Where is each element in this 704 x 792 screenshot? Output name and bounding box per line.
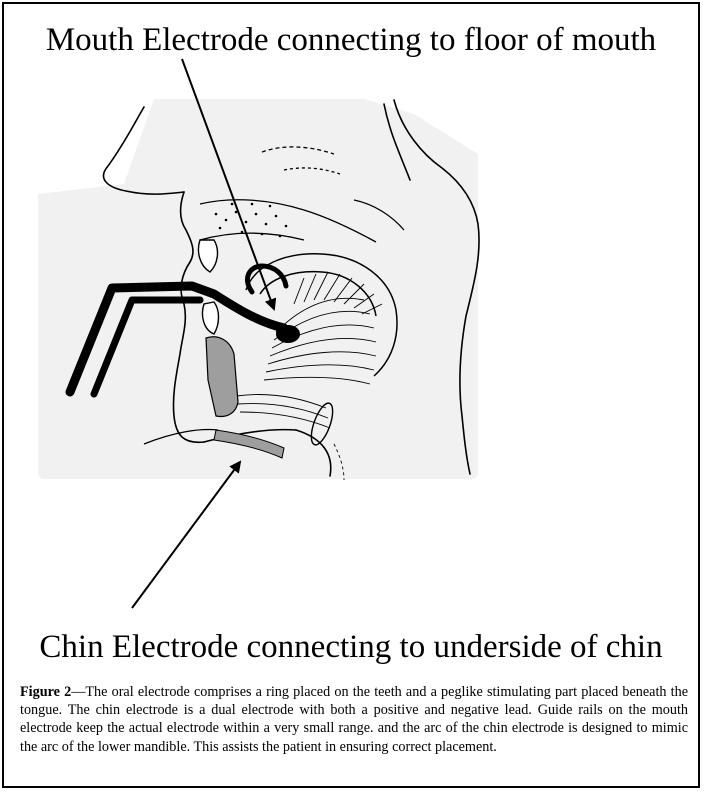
caption-text: —The oral electrode comprises a ring pla… [20, 684, 688, 755]
chin-electrode-label: Chin Electrode connecting to underside o… [4, 629, 698, 666]
figure-caption: Figure 2—The oral electrode comprises a … [20, 683, 688, 756]
arrow-icon [132, 462, 240, 608]
head-cross-section-illustration [4, 4, 702, 790]
caption-label: Figure 2 [20, 684, 71, 700]
electrode-peg [276, 325, 300, 343]
